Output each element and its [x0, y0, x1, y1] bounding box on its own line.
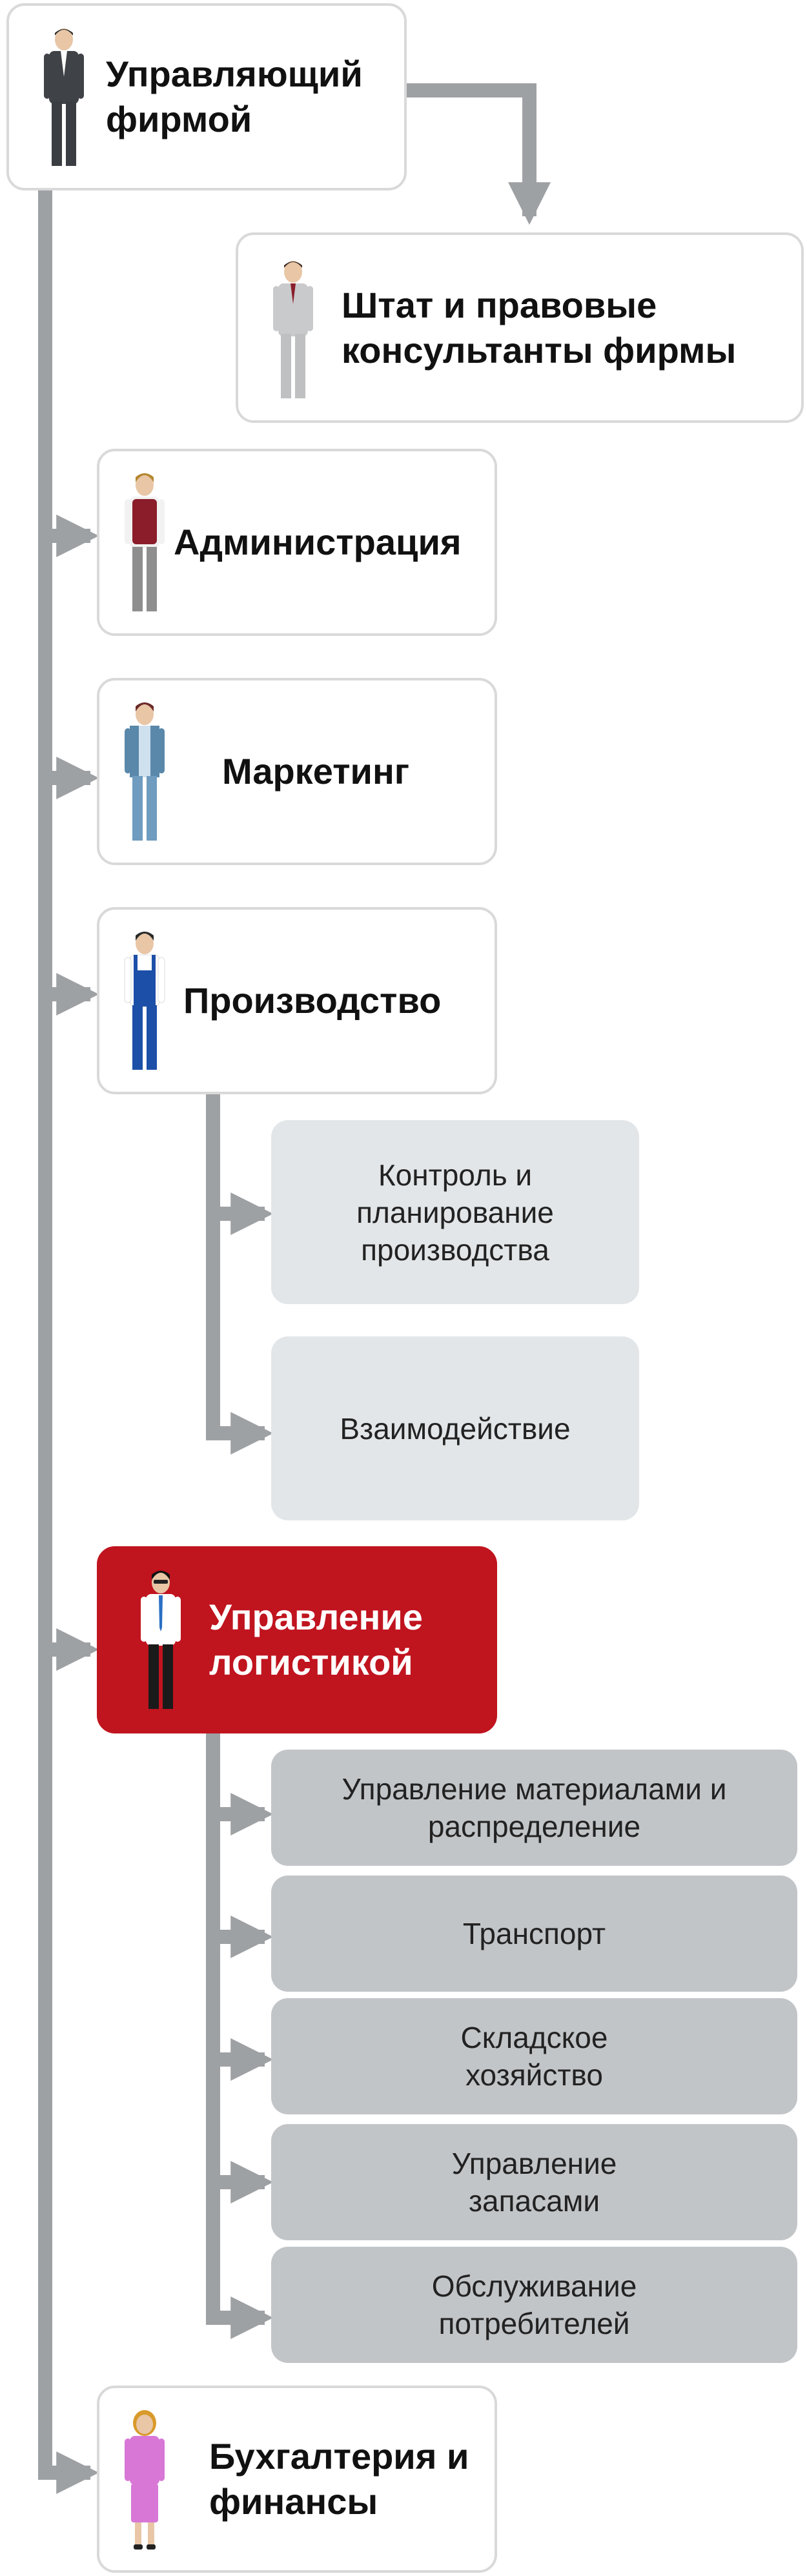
logistics-sub-item: Управление запасами: [271, 2124, 797, 2240]
production-sub-item: Контроль и планирование производства: [271, 1120, 639, 1304]
staff-box: Штат и правовые консультанты фирмы: [236, 232, 804, 423]
person-overalls-icon: [124, 932, 165, 1070]
person-denim-icon: [125, 702, 165, 841]
logistics-sub-item: Транспорт: [271, 1876, 797, 1992]
marketing-label: Маркетинг: [222, 751, 410, 792]
marketing-box: Маркетинг: [97, 678, 497, 865]
person-vest-icon: [125, 473, 165, 611]
logistics-sub-item: Обслуживание потребителей: [271, 2247, 797, 2363]
accounting-label: Бухгалтерия и финансы: [209, 2436, 469, 2522]
person-tie-icon: [141, 1571, 181, 1709]
person-suit-dark-icon: [44, 28, 84, 166]
person-suit-light-icon: [273, 261, 313, 398]
admin-label: Администрация: [174, 522, 462, 562]
director-box: Управляющий фирмой: [6, 3, 407, 190]
logistics-box: Управление логистикой: [97, 1546, 497, 1733]
staff-label: Штат и правовые консультанты фирмы: [342, 284, 737, 371]
logistics-sub-item: Управление материалами и распределение: [271, 1750, 797, 1866]
logistics-sub-item: Складское хозяйство: [271, 1998, 797, 2114]
accounting-box: Бухгалтерия и финансы: [97, 2386, 497, 2573]
admin-box: Администрация: [97, 449, 497, 636]
production-box: Производство: [97, 907, 497, 1094]
production-label: Производство: [183, 980, 442, 1021]
director-label: Управляющий фирмой: [106, 54, 363, 139]
production-sub-item: Взаимодействие: [271, 1336, 639, 1520]
logistics-label: Управление логистикой: [209, 1597, 423, 1682]
person-woman-icon: [125, 2410, 165, 2550]
